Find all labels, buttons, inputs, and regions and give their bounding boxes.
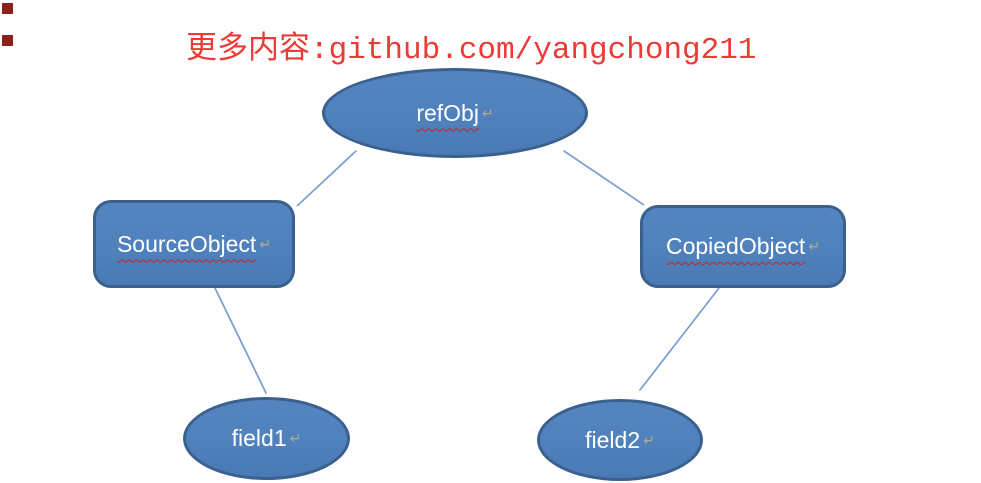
- header-watermark-text: 更多内容:github.com/yangchong211: [186, 33, 757, 68]
- node-field2: field2↵: [537, 399, 703, 481]
- node-refobj: refObj↵: [322, 68, 588, 158]
- return-mark-icon: ↵: [259, 235, 272, 252]
- red-square-marker: [2, 3, 13, 14]
- arrow-copiedobject-to-refobj: [564, 151, 645, 206]
- node-refobj-label: refObj: [416, 99, 479, 126]
- return-mark-icon: ↵: [289, 430, 302, 446]
- node-sourceobject-label: SourceObject: [116, 230, 257, 257]
- node-copiedobject-label: CopiedObject: [665, 233, 806, 259]
- return-mark-icon: ↵: [481, 104, 494, 121]
- node-field2-label: field2: [585, 426, 641, 453]
- return-mark-icon: ↵: [643, 431, 655, 448]
- node-sourceobject: SourceObject↵: [93, 200, 295, 288]
- node-field1: field1↵: [183, 397, 350, 480]
- node-copiedobject: CopiedObject↵: [640, 205, 846, 288]
- return-mark-icon: ↵: [808, 238, 821, 254]
- node-field1-label: field1: [231, 425, 287, 451]
- red-square-marker: [2, 35, 13, 46]
- arrow-sourceobject-to-field1: [213, 285, 266, 393]
- arrow-sourceobject-to-refobj: [296, 151, 356, 207]
- arrow-copiedobject-to-field2: [640, 287, 720, 390]
